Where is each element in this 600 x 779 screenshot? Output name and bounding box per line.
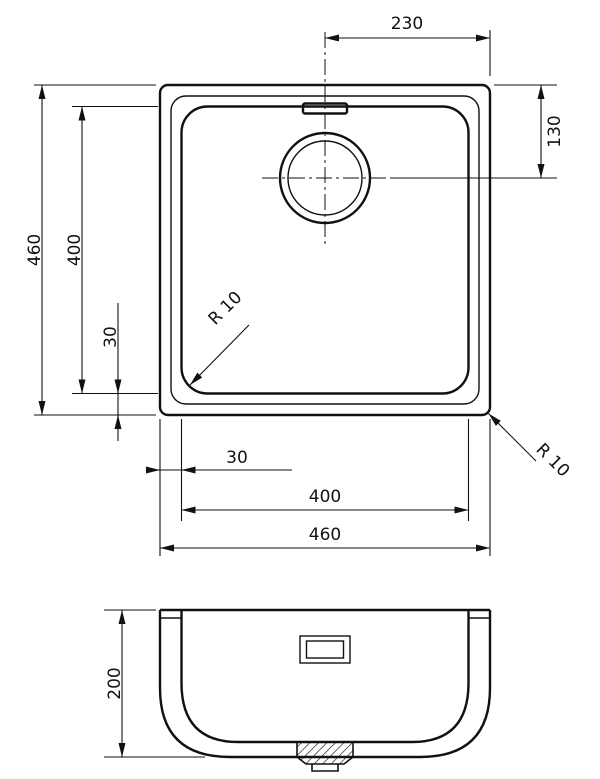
section-bowl-wall: [180, 610, 470, 744]
dim-label-230: 230: [391, 14, 423, 34]
dim-label-460-bottom: 460: [309, 525, 341, 545]
dim-label-30-left: 30: [101, 326, 121, 348]
dim-label-r10-inner: R 10: [205, 288, 247, 330]
leader-line-outer-radius: [488, 413, 537, 462]
side-section-view: [158, 608, 492, 772]
dim-label-130: 130: [545, 115, 565, 147]
dim-label-r10-outer: R 10: [532, 440, 574, 482]
overflow-opening-outer: [299, 635, 351, 664]
leader-line-inner-radius: [189, 324, 250, 386]
dim-label-460-left: 460: [25, 234, 45, 266]
overflow-opening-inner: [305, 640, 345, 659]
top-view: [158, 32, 492, 417]
dim-label-400-left: 400: [65, 234, 85, 266]
sink-outer-edge: [158, 83, 492, 417]
drain-fitting-section: [296, 741, 354, 765]
dim-label-400-bottom: 400: [309, 487, 341, 507]
side-view-dimensions: 200: [104, 609, 205, 758]
drain-stub: [311, 764, 339, 772]
dim-label-200: 200: [105, 667, 125, 699]
top-view-dimensions: 230 130 460 400 30 30 400: [25, 14, 573, 556]
dim-label-30-bottom: 30: [226, 448, 248, 468]
section-outer-wall: [158, 610, 492, 759]
